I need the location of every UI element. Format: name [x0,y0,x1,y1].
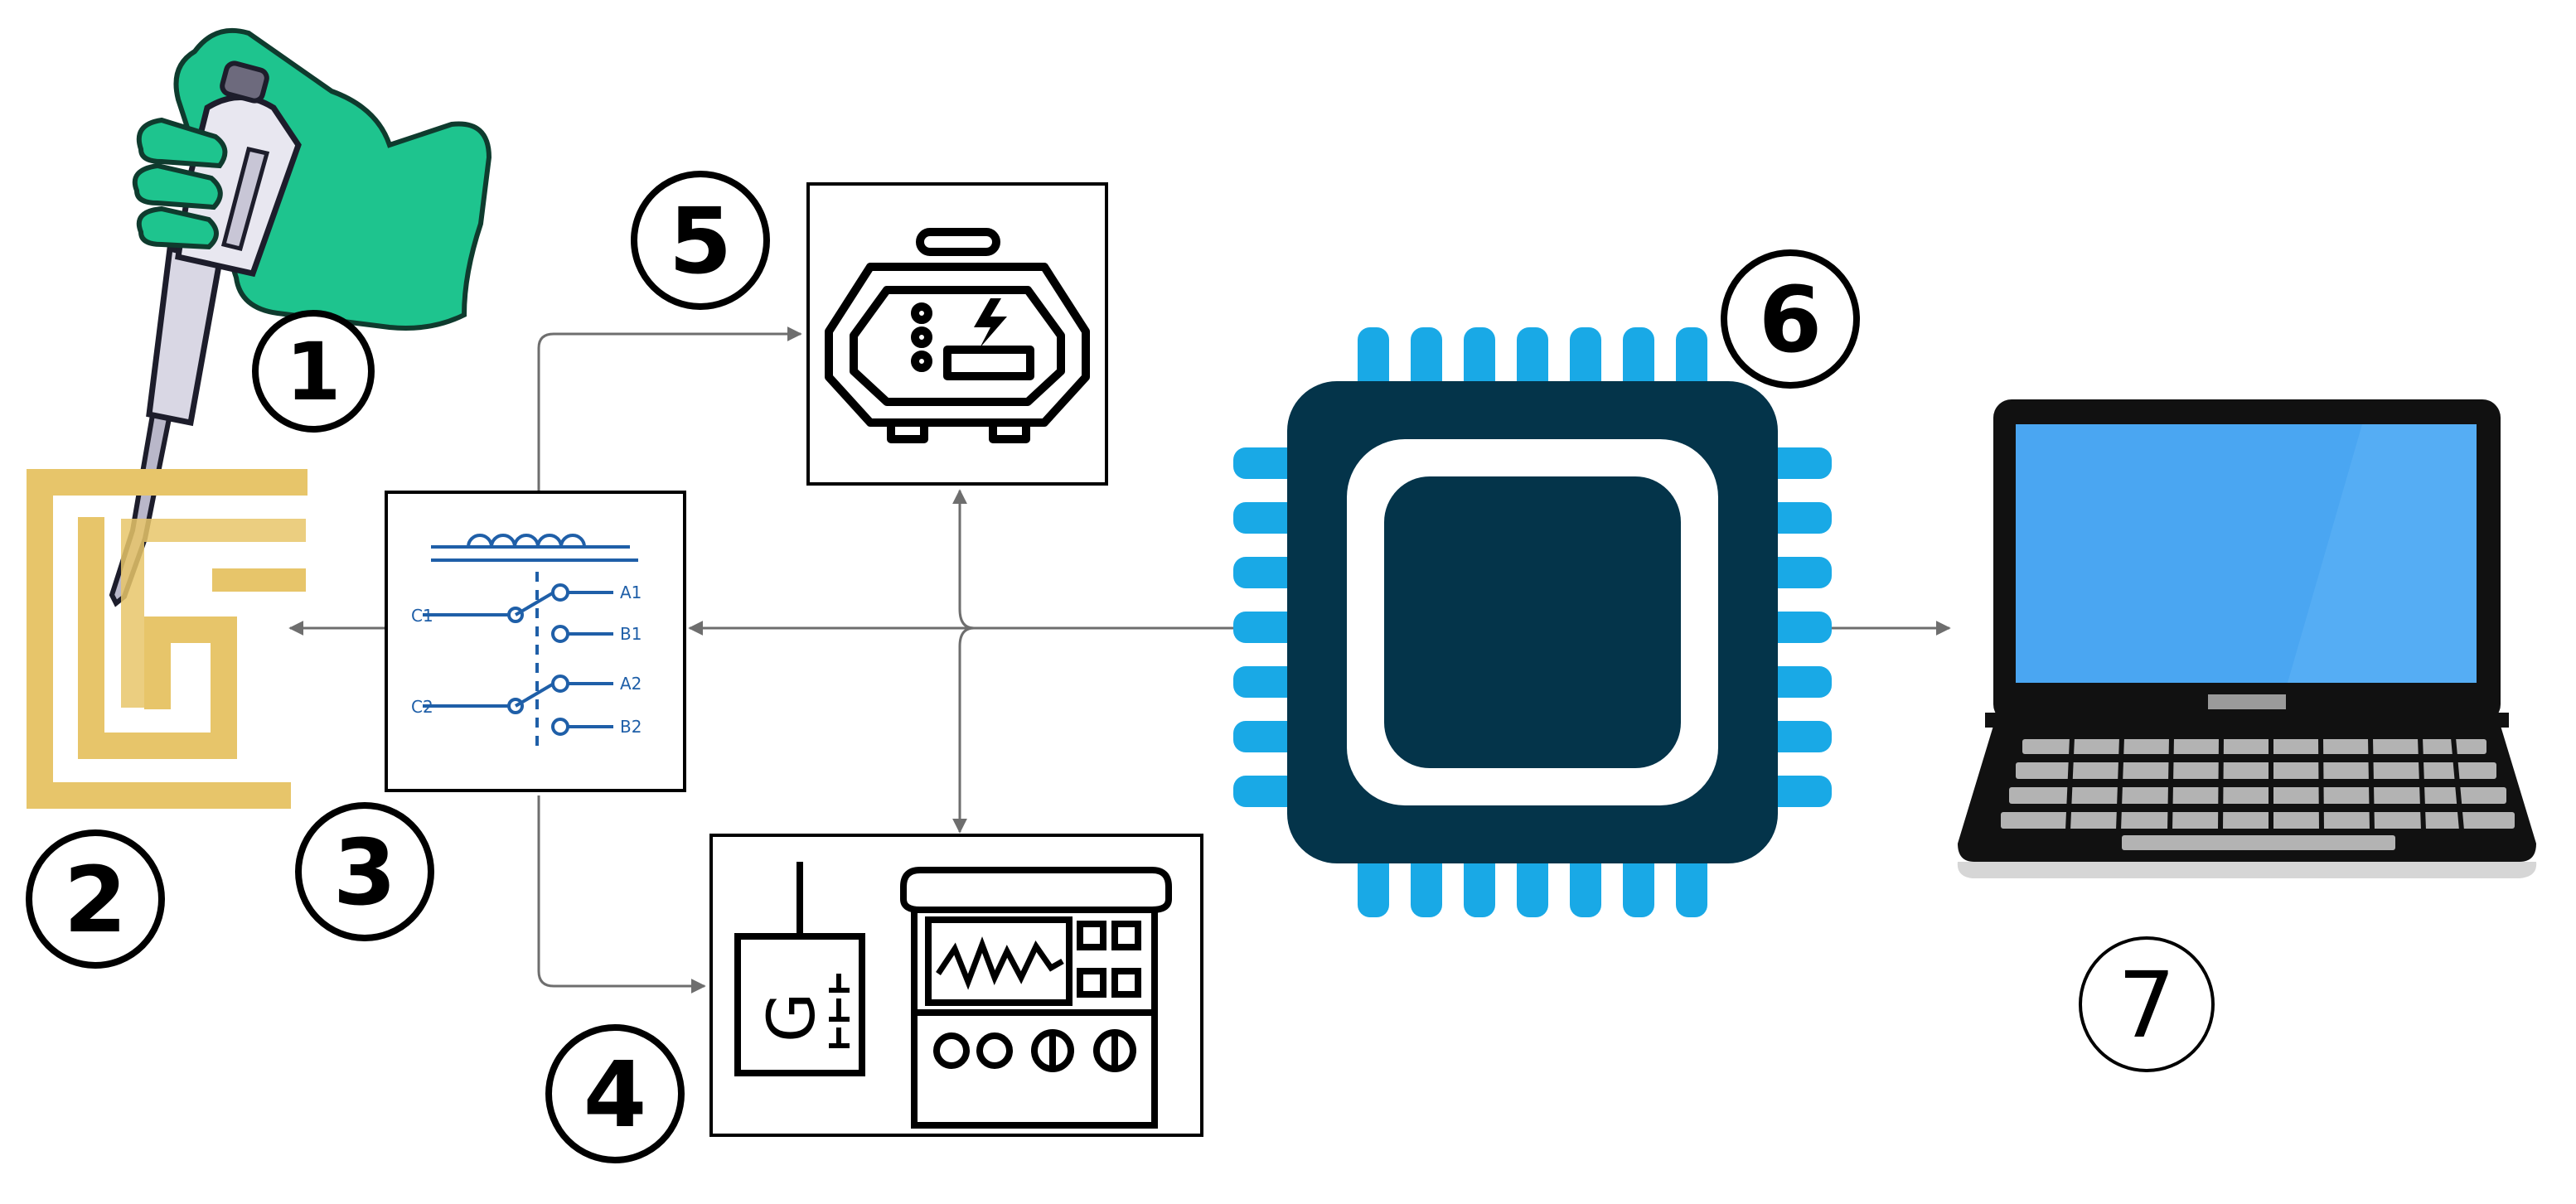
relay-terminal-a1: A1 [620,583,642,602]
label-4: 4 [545,1024,685,1163]
arrow-bus-to-signal-generator [952,626,975,834]
connector-lines [288,326,1951,994]
power-supply-icon [806,182,1108,486]
generator-letter: G [755,993,830,1042]
label-5: 5 [631,171,770,310]
label-1: 1 [252,310,375,433]
label-1-text: 1 [286,326,341,418]
relay-terminal-b1: B1 [620,624,642,644]
relay-terminal-c2: C2 [411,697,433,717]
signal-generator-icon: G [709,834,1203,1137]
arrow-relay-to-signal-generator [537,795,706,994]
relay-switch-icon: C1 C2 A1 B1 A2 B2 [385,491,686,792]
pipette-shaft [146,244,224,427]
label-5-text: 5 [669,188,733,294]
relay-terminal-b2: B2 [620,717,642,737]
label-4-text: 4 [583,1042,647,1148]
pipette-window [220,147,270,252]
interdigitated-electrode-icon [27,469,307,809]
label-6: 6 [1721,249,1860,389]
pipette-plunger [220,60,269,104]
arrow-bus-to-power-supply [952,489,975,630]
relay-terminal-c1: C1 [411,606,433,626]
arrow-relay-to-power-supply [537,326,802,494]
label-3-text: 3 [333,820,397,926]
label-7-text: 7 [2118,952,2176,1058]
relay-terminal-a2: A2 [620,674,642,694]
label-2: 2 [26,829,165,969]
label-3: 3 [295,802,434,941]
glove-fingers [132,117,228,250]
chip-pins [1233,327,1832,917]
microchip-icon [1233,327,1832,917]
laptop-keys [2001,739,2515,850]
chip-core [1384,476,1681,768]
label-2-text: 2 [64,847,128,953]
label-6-text: 6 [1759,267,1823,373]
label-7: 7 [2079,936,2215,1072]
laptop-icon [1957,399,2537,878]
